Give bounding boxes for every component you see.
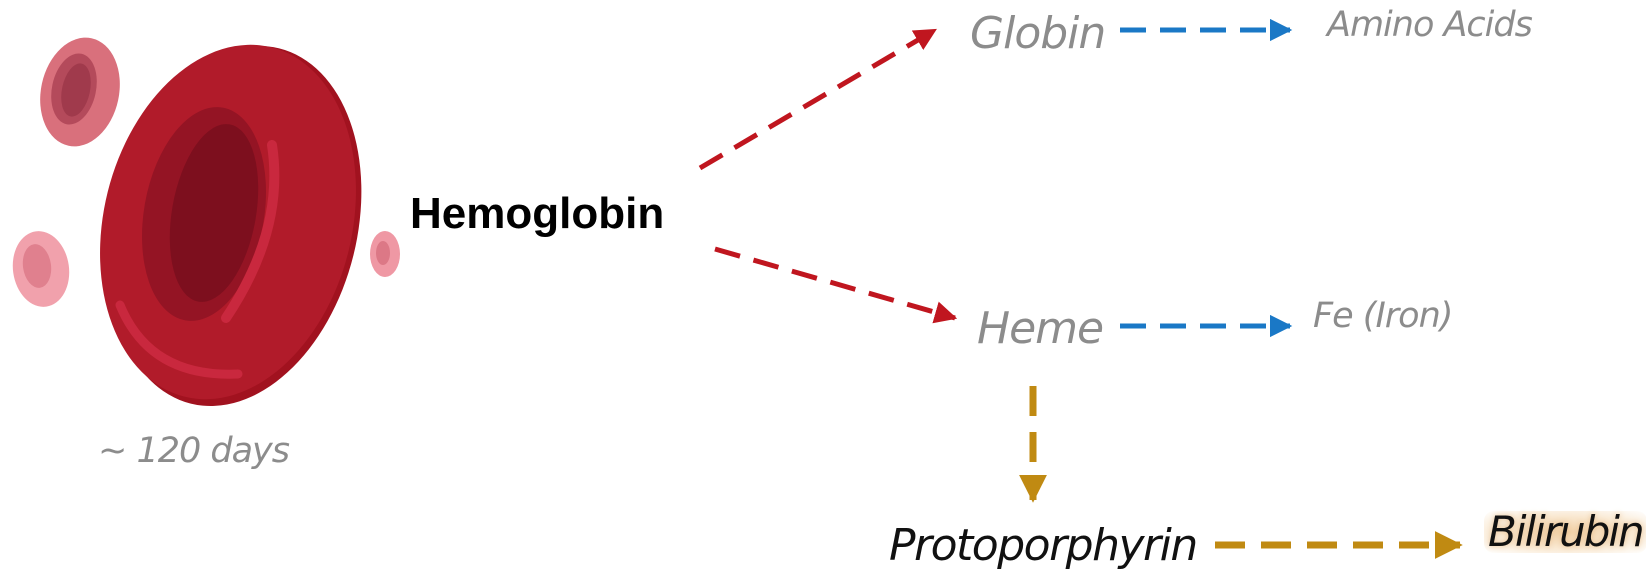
lifespan-label: ~ 120 days (98, 431, 290, 471)
hemoglobin-label: Hemoglobin (410, 189, 665, 238)
globin-label: Globin (970, 8, 1106, 59)
red-blood-cell-icon (40, 37, 120, 147)
bilirubin-label: Bilirubin (1484, 511, 1646, 553)
red-blood-cell-icon (370, 231, 400, 277)
red-blood-cell-icon (100, 44, 362, 407)
protoporphyrin-label: Protoporphyrin (889, 520, 1198, 571)
hemoglobin-to-heme-arrow (714, 246, 958, 324)
heme-label: Heme (977, 303, 1104, 354)
amino-acids-label: Amino Acids (1327, 5, 1533, 45)
iron-label: Fe (Iron) (1313, 296, 1453, 336)
hemoglobin-to-globin-arrow (698, 27, 937, 171)
red-blood-cell-icon (12, 231, 70, 307)
